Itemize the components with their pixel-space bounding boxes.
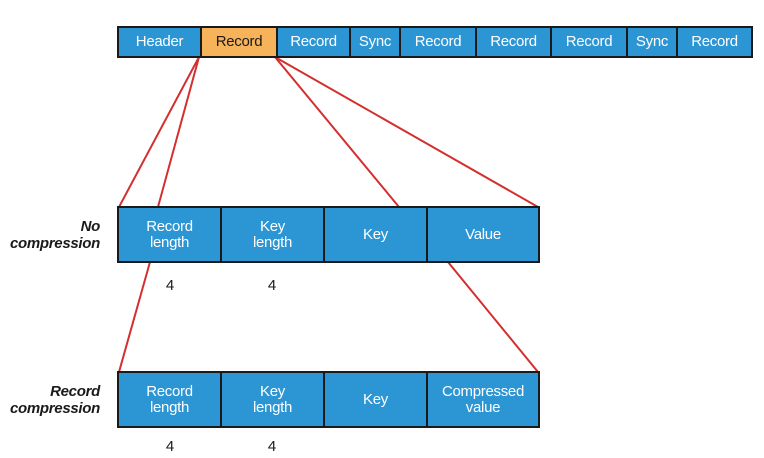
record-length-cell: Record length: [119, 373, 222, 426]
no-compression-record-bar: Record length Key length Key Value: [117, 206, 540, 263]
value-cell: Value: [428, 208, 538, 261]
segment-record-highlighted: Record: [202, 28, 278, 56]
connector-row1-value-to-row2-right: [447, 261, 539, 373]
record-length-size: 4: [165, 277, 175, 294]
segment-sync: Sync: [628, 28, 678, 56]
connector-record-to-row1-record-length: [157, 56, 200, 208]
record-length-cell: Record length: [119, 208, 222, 261]
connector-record-to-row1-right: [274, 56, 539, 208]
segment-record: Record: [552, 28, 628, 56]
no-compression-label: No compression: [9, 218, 100, 252]
connector-record-to-row1-key: [274, 56, 400, 208]
record-compression-label: Record compression: [9, 383, 100, 417]
key-length-cell: Key length: [222, 208, 325, 261]
compressed-value-cell: Compressed value: [428, 373, 538, 426]
connector-row1-record-length-to-row2-left: [118, 261, 151, 373]
segment-record: Record: [278, 28, 351, 56]
key-length-size: 4: [267, 438, 277, 455]
segment-sync: Sync: [351, 28, 401, 56]
record-length-size: 4: [165, 438, 175, 455]
key-cell: Key: [325, 208, 428, 261]
segment-header: Header: [119, 28, 202, 56]
segment-record: Record: [401, 28, 477, 56]
key-length-size: 4: [267, 277, 277, 294]
connector-record-to-row1-left: [118, 56, 200, 208]
file-layout-bar: Header Record Record Sync Record Record …: [117, 26, 753, 58]
segment-record: Record: [477, 28, 552, 56]
key-cell: Key: [325, 373, 428, 426]
key-length-cell: Key length: [222, 373, 325, 426]
segment-record: Record: [678, 28, 751, 56]
record-compression-record-bar: Record length Key length Key Compressed …: [117, 371, 540, 428]
